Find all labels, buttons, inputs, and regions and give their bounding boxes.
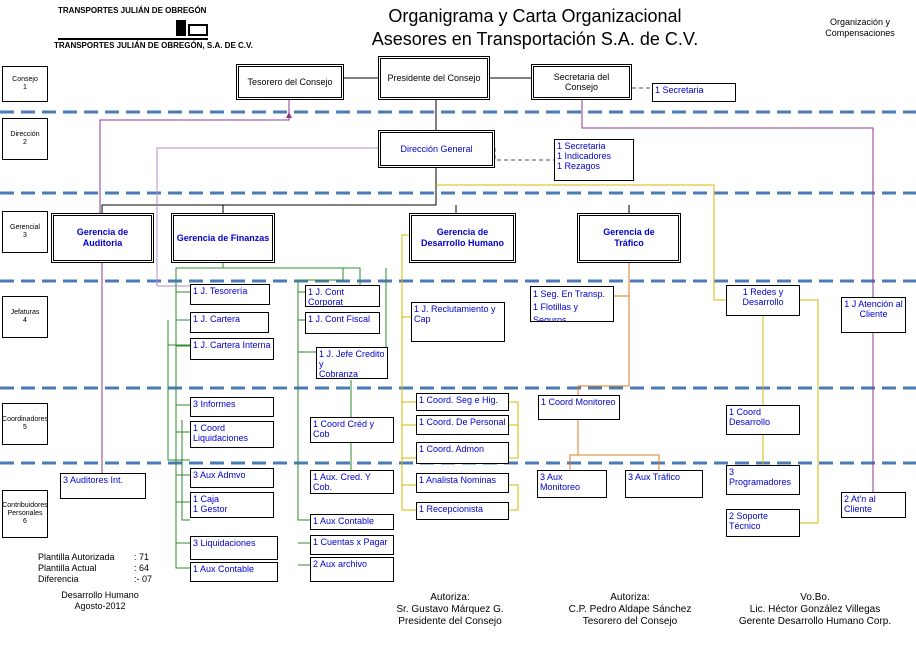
org-box-gerencia-finanzas[interactable]: Gerencia de Finanzas <box>171 213 275 263</box>
org-box-aux-monitoreo[interactable]: 3 Aux Monitoreo <box>537 470 607 498</box>
plantilla-autorizada-value: : 71 <box>134 552 150 562</box>
org-box-auditores[interactable]: 3 Auditores Int. <box>60 473 146 499</box>
org-box-aux-contable-2[interactable]: 1 Aux Contable <box>310 514 394 530</box>
org-box-tesorero[interactable]: Tesorero del Consejo <box>236 64 344 100</box>
org-box-cont-corporat[interactable]: 1 J. Cont Corporat <box>305 285 380 307</box>
org-box-secretaria-staff[interactable]: 1 Secretaria <box>652 83 736 102</box>
logo-company-name: TRANSPORTES JULIÁN DE OBREGÓN <box>58 6 207 15</box>
plantilla-diferencia-label: Diferencia <box>38 574 79 584</box>
org-box-coord-admon[interactable]: 1 Coord. Admon <box>416 442 509 464</box>
org-box-cartera-interna[interactable]: 1 J. Cartera Interna <box>190 338 274 360</box>
org-box-coord-credito[interactable]: 1 Coord Créd y Cob <box>310 417 394 443</box>
org-box-reclutamiento[interactable]: 1 J. Reclutamiento y Cap <box>411 302 505 342</box>
org-box-seg-transporte[interactable]: 1 Seg. En Transp. 1 Flotillas y Seguros <box>530 286 614 322</box>
arrow-heads <box>286 112 292 118</box>
plantilla-actual-label: Plantilla Actual <box>38 563 97 573</box>
org-box-gerencia-trafico[interactable]: Gerencia de Tráfico <box>577 213 681 263</box>
plantilla-autorizada-label: Plantilla Autorizada <box>38 552 115 562</box>
signature-tesorero: Autoriza: C.P. Pedro Aldape Sánchez Teso… <box>568 592 692 627</box>
org-box-direccion-staff[interactable]: 1 Secretaria 1 Indicadores 1 Rezagos <box>554 139 634 181</box>
org-box-cartera[interactable]: 1 J. Cartera <box>190 312 269 333</box>
org-box-seg-hig[interactable]: 1 Coord. Seg e Hig. <box>416 393 509 411</box>
org-box-tesoreria[interactable]: 1 J. Tesorería <box>190 284 270 305</box>
level-label-consejo: Consejo 1 <box>2 66 48 102</box>
org-box-aux-credito[interactable]: 1 Aux. Cred. Y Cob. <box>310 470 394 494</box>
plantilla-actual-value: : 64 <box>134 563 150 573</box>
org-box-gerencia-rh[interactable]: Gerencia de Desarrollo Humano <box>409 213 516 263</box>
org-box-aux-admvo[interactable]: 3 Aux Admvo <box>190 468 274 488</box>
logo-truck-graphic <box>58 16 208 40</box>
logo-block: TRANSPORTES JULIÁN DE OBREGÓN TRANSPORTE… <box>52 6 253 52</box>
level-label-contribuidores: Contribuidores Personales 6 <box>2 490 48 538</box>
logo-subtitle: TRANSPORTES JULIÁN DE OBREGÓN, S.A. DE C… <box>54 41 253 50</box>
main-lines <box>101 77 630 213</box>
org-box-coord-desarrollo[interactable]: 1 Coord Desarrollo <box>726 405 800 435</box>
level-label-direccion: Dirección 2 <box>2 118 48 160</box>
department-label: Organización y Compensaciones <box>825 17 895 38</box>
org-box-secretaria-consejo[interactable]: Secretaria del Consejo <box>531 64 632 100</box>
footer-department-date: Desarrollo Humano Agosto-2012 <box>61 590 139 611</box>
org-box-programadores[interactable]: 3 Programadores <box>726 465 800 495</box>
signature-presidente: Autoriza: Sr. Gustavo Márquez G. Preside… <box>396 592 504 627</box>
page-title: Organigrama y Carta Organizacional <box>388 6 682 26</box>
org-box-gerencia-auditoria[interactable]: Gerencia de Auditoria <box>51 213 154 263</box>
org-box-recepcionista[interactable]: 1 Recepcionista <box>416 502 509 520</box>
org-box-liquidaciones[interactable]: 3 Liquidaciones <box>190 536 278 560</box>
org-box-jefe-credito[interactable]: 1 J. Jefe Credito y Cobranza <box>316 347 388 379</box>
org-box-coord-personal[interactable]: 1 Coord. De Personal <box>416 415 509 435</box>
org-box-aux-trafico[interactable]: 3 Aux Tráfico <box>625 470 703 498</box>
page-subtitle: Asesores en Transportación S.A. de C.V. <box>371 29 699 49</box>
level-label-gerencial: Gerencial 3 <box>2 211 48 253</box>
auditoria-lines <box>99 100 874 498</box>
org-box-aux-contable-1[interactable]: 1 Aux Contable <box>190 562 278 582</box>
trafico-lines <box>569 263 660 470</box>
org-box-presidente[interactable]: Presidente del Consejo <box>378 56 490 100</box>
org-box-caja-gestor[interactable]: 1 Caja 1 Gestor <box>190 492 274 518</box>
org-box-atencion-cliente[interactable]: 1 J Atención al Cliente <box>841 297 906 333</box>
org-box-cont-fiscal[interactable]: 1 J. Cont Fiscal <box>305 312 380 334</box>
rh-lines <box>401 184 819 524</box>
org-box-direccion-general[interactable]: Dirección General <box>378 130 495 168</box>
org-box-soporte-tecnico[interactable]: 2 Soporte Técnico <box>726 509 800 537</box>
level-label-coordinadores: Coordinadores 5 <box>2 403 48 445</box>
org-box-coord-monitoreo[interactable]: 1 Coord Monitoreo <box>538 395 620 420</box>
plantilla-diferencia-value: :- 07 <box>134 574 153 584</box>
org-box-atn-cliente[interactable]: 2 At'n al Cliente <box>841 492 906 518</box>
org-box-aux-archivo[interactable]: 2 Aux archivo <box>310 557 394 582</box>
org-box-informes[interactable]: 3 Informes <box>190 397 274 417</box>
org-box-coord-liquidaciones[interactable]: 1 Coord Liquidaciones <box>190 421 274 448</box>
level-label-jefaturas: Jefaturas 4 <box>2 296 48 338</box>
org-box-analista-nominas[interactable]: 1 Analista Nominas <box>416 473 509 493</box>
plantilla-summary: Plantilla Autorizada : 71 Plantilla Actu… <box>38 552 158 586</box>
org-box-cuentas-pagar[interactable]: 1 Cuentas x Pagar <box>310 535 394 555</box>
org-box-redes-desarrollo[interactable]: 1 Redes y Desarrollo <box>726 285 800 316</box>
signature-gerente-rh: Vo.Bo. Lic. Héctor González Villegas Ger… <box>738 592 892 627</box>
